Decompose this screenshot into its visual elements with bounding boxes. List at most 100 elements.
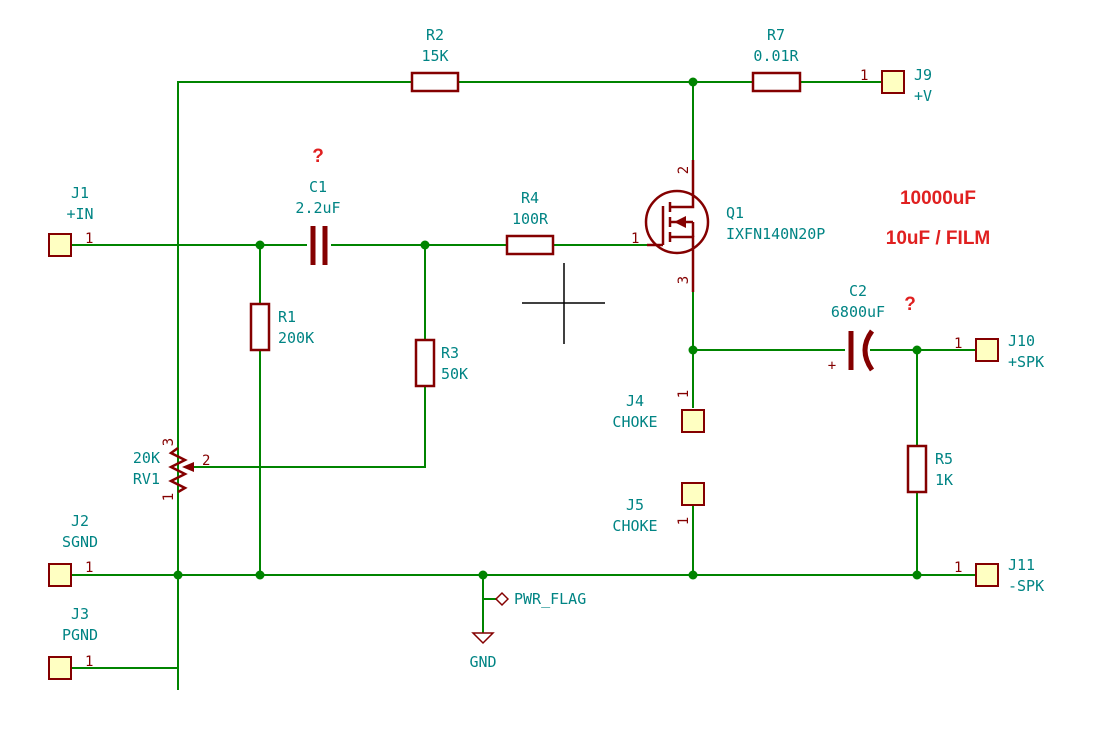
r1-value: 200K [278, 329, 314, 347]
j9-pad [881, 70, 905, 94]
connector-j3[interactable]: 1 J3 PGND [48, 605, 98, 680]
j3-pad [48, 656, 72, 680]
rv1-pin3: 3 [161, 438, 177, 446]
wire-left-vertical [177, 81, 412, 690]
junction-dot [420, 240, 430, 250]
q1-ref: Q1 [726, 204, 744, 222]
rv1-wiper-arrow [182, 462, 194, 472]
rv1-pin2: 2 [202, 453, 210, 469]
junction-dot [688, 77, 698, 87]
j9-ref: J9 [914, 66, 932, 84]
pwr-flag-label: PWR_FLAG [514, 590, 586, 608]
r3-ref: R3 [441, 344, 459, 362]
q1-arrow [674, 216, 686, 228]
connector-j10[interactable]: 1 J10 +SPK [954, 332, 1044, 371]
note-film: 10uF / FILM [886, 228, 991, 249]
connector-j9[interactable]: 1 J9 +V [860, 66, 932, 105]
j5-ref: J5 [626, 496, 644, 514]
j3-pin: 1 [85, 654, 93, 670]
q1-circle [644, 189, 710, 255]
j5-value: CHOKE [612, 517, 657, 535]
c2-value: 6800uF [831, 303, 885, 321]
j5-pin: 1 [676, 517, 692, 525]
resistor-r4[interactable]: R4 100R [505, 189, 555, 256]
q1-drain-lead [670, 195, 695, 209]
c2-polarity: + [828, 358, 836, 374]
c2-question-mark: ? [904, 294, 916, 315]
j10-pin: 1 [954, 336, 962, 352]
q1-pin-gate: 1 [631, 231, 639, 247]
j9-pin: 1 [860, 68, 868, 84]
j10-pad [975, 338, 999, 362]
c1-ref: C1 [309, 178, 327, 196]
r2-ref: R2 [426, 26, 444, 44]
capacitor-c1[interactable]: C1 2.2uF [295, 178, 341, 265]
j2-pin: 1 [85, 560, 93, 576]
junction-dot [255, 570, 265, 580]
r7-ref: R7 [767, 26, 785, 44]
resistor-r1[interactable]: R1 200K [249, 302, 314, 352]
junction-dot [688, 345, 698, 355]
r2-value: 15K [421, 47, 448, 65]
r5-ref: R5 [935, 450, 953, 468]
j11-value: -SPK [1008, 577, 1044, 595]
r1-body [249, 302, 271, 352]
gnd-triangle [471, 632, 495, 645]
j4-value: CHOKE [612, 413, 657, 431]
j3-ref: J3 [71, 605, 89, 623]
j1-pin: 1 [85, 231, 93, 247]
j1-pad [48, 233, 72, 257]
junction-dot [478, 570, 488, 580]
j11-pin: 1 [954, 560, 962, 576]
capacitor-c2[interactable]: + C2 6800uF [828, 282, 885, 374]
c2-plate-curved [862, 329, 875, 372]
r7-value: 0.01R [753, 47, 799, 65]
rv1-zigzag [168, 446, 188, 494]
gnd-symbol[interactable]: GND [469, 632, 497, 671]
junction-dot [912, 345, 922, 355]
q1-pin-drain: 2 [676, 166, 692, 174]
rv1-ref: RV1 [133, 470, 160, 488]
rv1-pin1: 1 [161, 493, 177, 501]
mosfet-q1[interactable]: 1 2 3 Q1 IXFN140N20P [631, 160, 825, 292]
gnd-label: GND [469, 653, 496, 671]
connector-j1[interactable]: 1 J1 +IN [48, 184, 94, 257]
junction-dot [255, 240, 265, 250]
resistor-r2[interactable]: R2 15K [410, 26, 460, 93]
connector-j4[interactable]: 1 J4 CHOKE [612, 390, 705, 433]
connector-j11[interactable]: 1 J11 -SPK [954, 556, 1044, 595]
j4-pin: 1 [676, 390, 692, 398]
pwr-flag-symbol[interactable]: PWR_FLAG [494, 590, 586, 608]
resistor-r3[interactable]: R3 50K [414, 338, 468, 388]
q1-pin-source: 3 [676, 276, 692, 284]
r7-body [751, 71, 802, 93]
j2-value: SGND [62, 533, 98, 551]
connector-j5[interactable]: 1 J5 CHOKE [612, 482, 705, 535]
r3-value: 50K [441, 365, 468, 383]
j5-pad [681, 482, 705, 506]
r5-body [906, 444, 928, 494]
wire-r3-wiper [190, 386, 426, 468]
connector-j2[interactable]: 1 J2 SGND [48, 512, 98, 587]
crosshair-cursor [522, 263, 605, 344]
j10-ref: J10 [1008, 332, 1035, 350]
j10-value: +SPK [1008, 353, 1044, 371]
junctions [173, 77, 922, 580]
resistor-r7[interactable]: R7 0.01R [751, 26, 802, 93]
r5-value: 1K [935, 471, 953, 489]
j11-pad [975, 563, 999, 587]
resistor-r5[interactable]: R5 1K [906, 444, 953, 494]
r2-body [410, 71, 460, 93]
j9-value: +V [914, 87, 932, 105]
pwr-flag-diamond [494, 591, 510, 607]
j2-pad [48, 563, 72, 587]
c1-value: 2.2uF [295, 199, 340, 217]
q1-value: IXFN140N20P [726, 225, 825, 243]
r4-value: 100R [512, 210, 549, 228]
c2-ref: C2 [849, 282, 867, 300]
r4-body [505, 234, 555, 256]
potentiometer-rv1[interactable]: 3 1 2 20K RV1 [133, 438, 211, 501]
j1-ref: J1 [71, 184, 89, 202]
j11-ref: J11 [1008, 556, 1035, 574]
